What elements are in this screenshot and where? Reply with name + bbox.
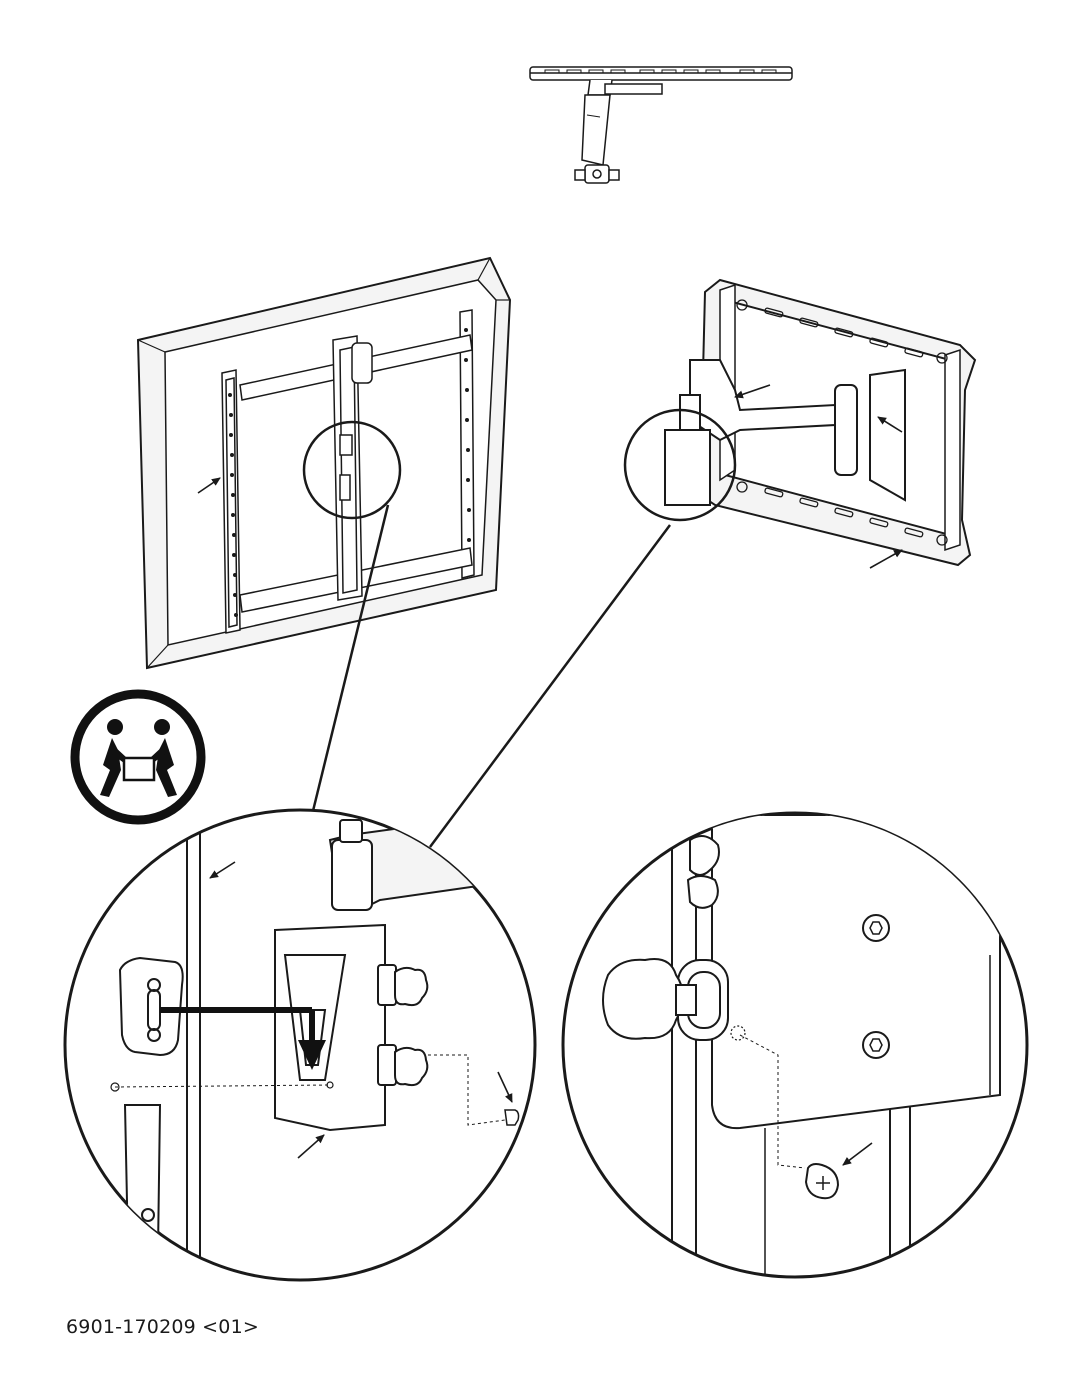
swing-arm bbox=[664, 359, 906, 506]
callout-leader-tv bbox=[310, 504, 390, 816]
tv-brackets bbox=[221, 309, 475, 634]
tv-detail-callout-circle bbox=[302, 420, 402, 520]
wall-detail-callout-circle bbox=[623, 408, 737, 522]
two-person-lift-icon bbox=[70, 689, 206, 825]
wall-plate-slots bbox=[736, 299, 948, 546]
mount-top-view bbox=[529, 66, 793, 184]
screw-icon bbox=[804, 1163, 840, 1200]
tv-rail-pointer bbox=[197, 477, 221, 494]
detail-circle-left bbox=[63, 808, 537, 1282]
tv-back-panel bbox=[136, 256, 512, 670]
callout-leader-wall bbox=[428, 524, 672, 848]
document-code: 6901-170209 <01> bbox=[66, 1316, 259, 1338]
detail-circle-right bbox=[561, 811, 1029, 1279]
tv-rail-holes bbox=[228, 328, 471, 617]
wall-plate-pointers bbox=[734, 384, 903, 569]
